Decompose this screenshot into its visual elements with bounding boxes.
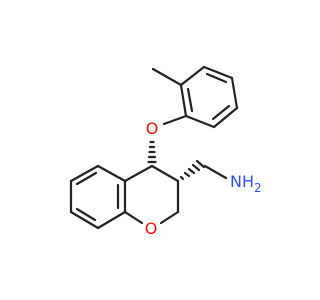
benzo-ring — [69, 164, 127, 230]
amine-nitrogen-label: NH2 — [230, 172, 262, 195]
hash-line — [179, 175, 185, 181]
ether-bond — [162, 114, 188, 126]
bond — [230, 76, 239, 110]
double-bond-inner — [75, 207, 97, 222]
bond — [69, 210, 100, 230]
bond — [123, 164, 154, 183]
bond — [159, 210, 180, 225]
bond — [123, 210, 144, 225]
double-bond-inner — [211, 104, 231, 121]
tolyl-ring — [179, 65, 239, 129]
hashed-wedge-bond-c3 — [179, 159, 206, 181]
hash-line — [195, 159, 206, 169]
hash-line — [187, 167, 196, 175]
ring-oxygen-label: O — [145, 219, 158, 238]
amine-nh-text: NH — [230, 172, 254, 191]
methyl-bond — [151, 67, 183, 87]
bond — [212, 106, 239, 129]
bond — [184, 114, 216, 129]
bond — [150, 164, 180, 183]
bond — [96, 164, 127, 183]
chromane-core — [123, 164, 180, 225]
bond — [96, 210, 127, 230]
ether-oxygen-label: O — [146, 119, 159, 138]
double-bond-inner — [75, 171, 98, 186]
bond — [69, 164, 100, 183]
aminomethyl-bond — [203, 164, 228, 180]
molecule-diagram: O O — [0, 0, 300, 300]
hash-line — [183, 171, 191, 178]
bond — [202, 65, 234, 80]
double-bond-inner — [186, 87, 194, 113]
hashed-wedge-bond-c4 — [147, 140, 157, 164]
hash-line — [191, 163, 201, 172]
amine-subscript-text: 2 — [254, 181, 262, 195]
bond — [179, 83, 188, 118]
double-bond-inner — [205, 72, 228, 84]
diagram-background — [0, 0, 300, 300]
bond — [179, 65, 206, 87]
